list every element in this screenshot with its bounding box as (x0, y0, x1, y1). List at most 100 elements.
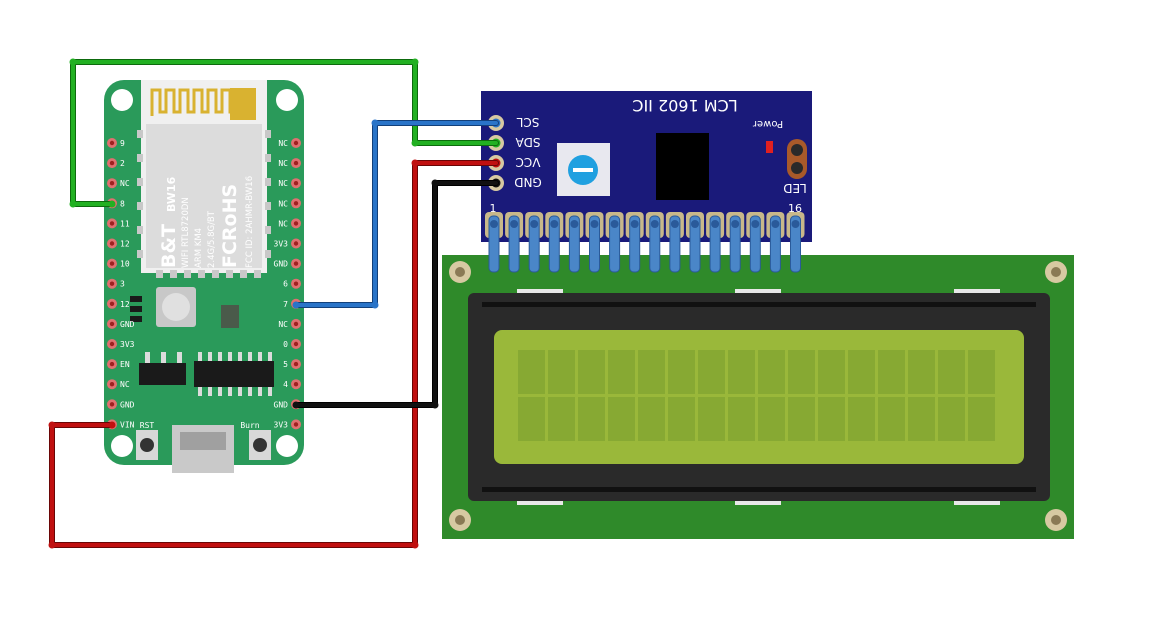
left-pin-hole (109, 160, 115, 166)
header-pin (589, 215, 600, 273)
wire-joint (48, 421, 56, 429)
left-pin-label: GND (120, 400, 135, 409)
header-pin-hole (490, 220, 498, 228)
lcd-cell (848, 397, 875, 441)
header-pin-hole (570, 220, 579, 228)
castellation-pad (137, 202, 143, 210)
header-pin (548, 215, 560, 273)
burn-label: Burn (240, 421, 259, 430)
lcd-cell (818, 397, 845, 441)
led-jumper-pin (791, 162, 803, 174)
right-pin-label: 3V3 (274, 420, 289, 429)
castellation-pad (137, 178, 143, 186)
mount-hole-icon (111, 435, 133, 457)
board-bands: 2.4G/5.8G/BT (207, 210, 217, 268)
header-pin-hole (751, 220, 760, 228)
lcd-cell (518, 350, 545, 394)
lcd-cell (668, 397, 695, 441)
header-pin (629, 215, 641, 273)
right-pin-label: GND (274, 400, 289, 409)
lcd-cell (908, 350, 935, 394)
board-fcc: FCC ID: 2AHMR-BW16 (245, 176, 255, 268)
left-pin-label: NC (120, 380, 130, 389)
chip-leg (208, 352, 212, 361)
left-pin-label: 12 (120, 240, 130, 249)
left-pin-hole (109, 321, 115, 327)
lcd-cell (938, 350, 965, 394)
wire-joint (108, 421, 116, 429)
header-pin (749, 215, 761, 273)
left-pin-hole (109, 341, 115, 347)
chip-leg (198, 352, 202, 361)
lcd-cell (968, 397, 995, 441)
chip-leg (268, 387, 272, 396)
castellation-pad (265, 226, 271, 234)
wire-red-vcc (49, 160, 499, 548)
right-pin-label: NC (278, 179, 288, 188)
castellation-pad (184, 270, 191, 278)
header-pin (790, 215, 801, 273)
wire-joint (431, 401, 439, 409)
castellation-pad (226, 270, 233, 278)
castellation-pad (265, 178, 271, 186)
chip-leg (238, 352, 242, 361)
left-pin-label: VIN (120, 420, 135, 429)
smd-part (130, 306, 142, 312)
pin-first-label: 1 (490, 202, 497, 215)
left-pin-label: EN (120, 360, 130, 369)
chip-leg (228, 387, 232, 396)
left-pin-hole (109, 241, 115, 246)
left-pin-hole (109, 301, 115, 306)
right-pin-label: 4 (283, 380, 288, 389)
header-pin-hole (670, 220, 679, 228)
chip-leg (228, 352, 232, 361)
lcd-cell (518, 397, 545, 441)
left-pin-label: 10 (120, 260, 130, 269)
wire-joints (48, 58, 439, 549)
chip-leg (208, 387, 212, 396)
header-pin-hole (711, 220, 720, 228)
lcd-cell (578, 350, 605, 394)
castellation-pad (156, 270, 163, 278)
right-pin-label: 3V3 (274, 240, 289, 249)
right-pin-hole (293, 321, 299, 327)
wire-joint (371, 119, 379, 127)
right-pin-hole (293, 261, 299, 266)
wire-joint (108, 200, 116, 208)
header-pin-hole (731, 220, 740, 228)
i2c-pin-label-scl: SCL (516, 115, 539, 129)
left-pin-hole (109, 181, 115, 186)
wire-joint (292, 301, 300, 309)
i2c-pin-label-sda: SDA (515, 135, 541, 149)
wifi-module-text: B&T BW16 WIFI RTL8720DN ARM KM4 2.4G/5.8… (158, 176, 255, 268)
header-pin (568, 215, 580, 273)
castellation-pad (265, 250, 271, 258)
mount-hole-center (455, 267, 465, 277)
lcd-cell (968, 350, 995, 394)
mount-hole-center (455, 515, 465, 525)
lcd-cell (728, 350, 755, 394)
lcd-cell (638, 350, 665, 394)
antenna-feed (230, 88, 256, 120)
header-pin-hole (791, 220, 800, 228)
left-pin-label: GND (120, 320, 135, 329)
right-pin-label: 0 (283, 340, 288, 349)
header-pin (609, 215, 621, 273)
right-pin-hole (293, 181, 299, 186)
left-pin-label: 3V3 (120, 340, 135, 349)
power-led-icon (766, 141, 773, 153)
right-pin-hole (293, 160, 299, 166)
module-castellations (137, 130, 271, 278)
castellation-pad (212, 270, 219, 278)
rf-shield (146, 124, 262, 268)
left-pin-hole (109, 402, 115, 407)
castellation-pad (265, 202, 271, 210)
header-pin-hole (650, 220, 659, 228)
lcd-mount-holes (449, 261, 1067, 531)
right-pin-hole (293, 341, 299, 347)
right-pin-hole (293, 422, 299, 427)
left-pin-label: 2 (120, 159, 125, 168)
lcd-cell (878, 350, 905, 394)
